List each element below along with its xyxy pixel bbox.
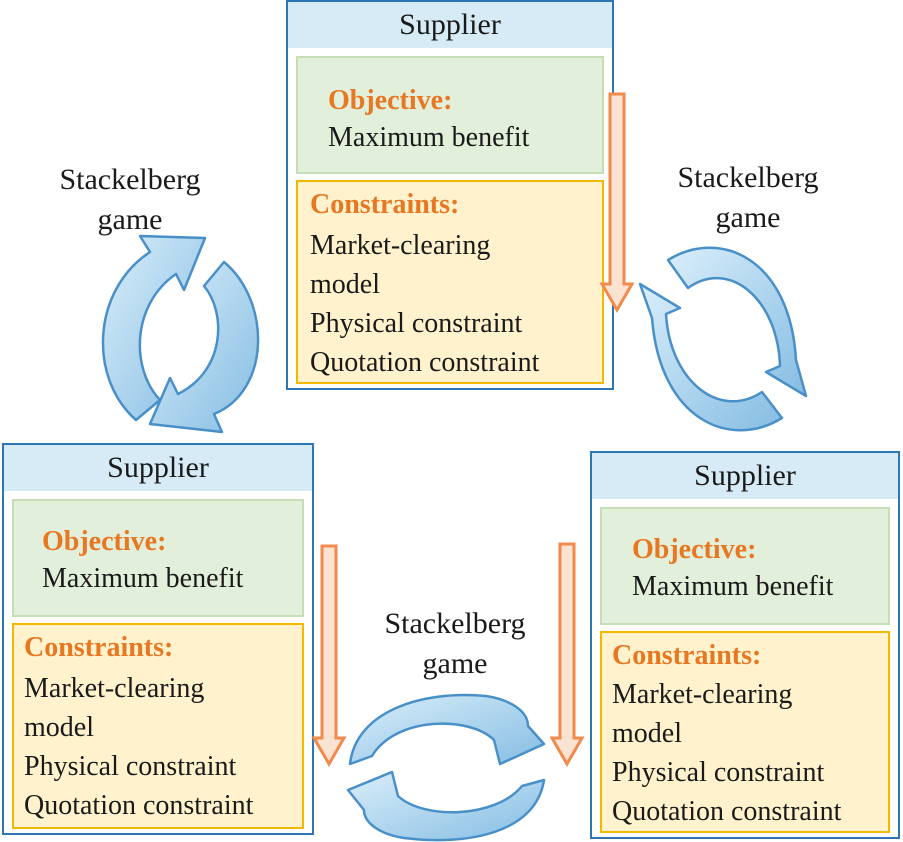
cycle-arrow-icon xyxy=(638,246,808,432)
constraint-item: Market-clearing xyxy=(24,673,205,704)
constraint-item: Quotation constraint xyxy=(612,796,842,827)
panel-title: Supplier xyxy=(4,445,312,491)
constraint-item: model xyxy=(310,269,380,300)
objective-box: Objective: Maximum benefit xyxy=(12,499,304,617)
label-line1: Stackelberg xyxy=(677,161,819,194)
stackelberg-label-left: Stackelberg game xyxy=(30,160,230,240)
label-line2: game xyxy=(422,647,488,680)
constraint-item: Physical constraint xyxy=(612,757,825,788)
down-arrow-icon xyxy=(599,92,635,314)
cycle-arrow-icon xyxy=(101,234,260,434)
objective-text: Maximum benefit xyxy=(328,122,530,153)
objective-heading: Objective: xyxy=(328,85,453,116)
down-arrow-icon xyxy=(311,544,347,768)
constraints-heading: Constraints: xyxy=(310,189,460,220)
label-line1: Stackelberg xyxy=(59,163,201,196)
constraint-item: Quotation constraint xyxy=(310,347,540,378)
constraint-item: Physical constraint xyxy=(24,751,237,782)
label-line1: Stackelberg xyxy=(384,607,526,640)
label-line2: game xyxy=(97,203,163,236)
constraints-box: Constraints: Market-clearing model Physi… xyxy=(296,180,604,384)
constraint-item: model xyxy=(24,712,94,743)
stackelberg-label-right: Stackelberg game xyxy=(648,158,848,238)
panel-title: Supplier xyxy=(592,453,898,499)
cycle-arrow-icon xyxy=(346,693,546,842)
down-arrow-icon xyxy=(549,542,585,768)
constraints-heading: Constraints: xyxy=(612,640,762,671)
objective-heading: Objective: xyxy=(42,526,167,557)
constraint-item: Market-clearing xyxy=(310,230,491,261)
constraint-item: Quotation constraint xyxy=(24,790,254,821)
constraints-heading: Constraints: xyxy=(24,632,174,663)
objective-box: Objective: Maximum benefit xyxy=(600,507,890,625)
constraint-item: Market-clearing xyxy=(612,679,793,710)
constraints-box: Constraints: Market-clearing model Physi… xyxy=(600,631,890,833)
panel-title: Supplier xyxy=(288,2,612,48)
supplier-panel-top: Supplier Objective: Maximum benefit Cons… xyxy=(286,0,614,390)
constraint-item: Physical constraint xyxy=(310,308,523,339)
supplier-panel-bottom-right: Supplier Objective: Maximum benefit Cons… xyxy=(590,451,900,839)
stackelberg-label-bottom: Stackelberg game xyxy=(355,604,555,684)
label-line2: game xyxy=(715,201,781,234)
objective-heading: Objective: xyxy=(632,534,757,565)
objective-box: Objective: Maximum benefit xyxy=(296,56,604,174)
objective-text: Maximum benefit xyxy=(632,571,834,602)
supplier-panel-bottom-left: Supplier Objective: Maximum benefit Cons… xyxy=(2,443,314,835)
constraint-item: model xyxy=(612,718,682,749)
constraints-box: Constraints: Market-clearing model Physi… xyxy=(12,623,304,829)
objective-text: Maximum benefit xyxy=(42,563,244,594)
